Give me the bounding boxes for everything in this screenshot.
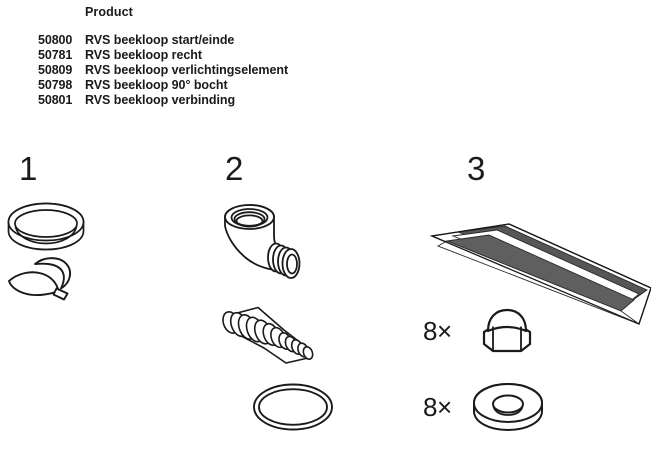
- hook-clip-illustration: [4, 252, 90, 310]
- part-name: RVS beekloop verlichtingselement: [85, 63, 289, 77]
- table-header-product: Product: [85, 5, 133, 19]
- hose-barb-illustration: [212, 300, 324, 372]
- part-name: RVS beekloop verbinding: [85, 93, 236, 107]
- flat-washer-illustration: [472, 382, 544, 434]
- parts-table-body: 50800 RVS beekloop start/einde 50781 RVS…: [0, 33, 288, 108]
- quantity-label-cap-nut: 8×: [423, 316, 452, 346]
- table-row: 50781 RVS beekloop recht: [0, 48, 288, 63]
- section-number-1: 1: [19, 150, 38, 187]
- part-code: 50781: [38, 48, 73, 62]
- section-number-2: 2: [225, 150, 244, 187]
- collar-ring-illustration: [4, 198, 90, 254]
- part-code: 50800: [38, 33, 73, 47]
- part-code: 50798: [38, 78, 73, 92]
- part-name: RVS beekloop start/einde: [85, 33, 235, 47]
- part-code: 50809: [38, 63, 73, 77]
- table-row: 50809 RVS beekloop verlichtingselement: [0, 63, 288, 78]
- cap-nut-illustration: [478, 306, 536, 358]
- part-name: RVS beekloop 90° bocht: [85, 78, 228, 92]
- elbow-fitting-illustration: [212, 200, 312, 288]
- rail-strip-illustration: [425, 200, 651, 326]
- table-row: 50800 RVS beekloop start/einde: [0, 33, 288, 48]
- section-number-3: 3: [467, 150, 486, 187]
- quantity-label-flat-washer: 8×: [423, 392, 452, 422]
- o-ring-illustration: [252, 382, 334, 432]
- part-code: 50801: [38, 93, 73, 107]
- table-row: 50798 RVS beekloop 90° bocht: [0, 78, 288, 93]
- table-row: 50801 RVS beekloop verbinding: [0, 93, 288, 108]
- part-name: RVS beekloop recht: [85, 48, 202, 62]
